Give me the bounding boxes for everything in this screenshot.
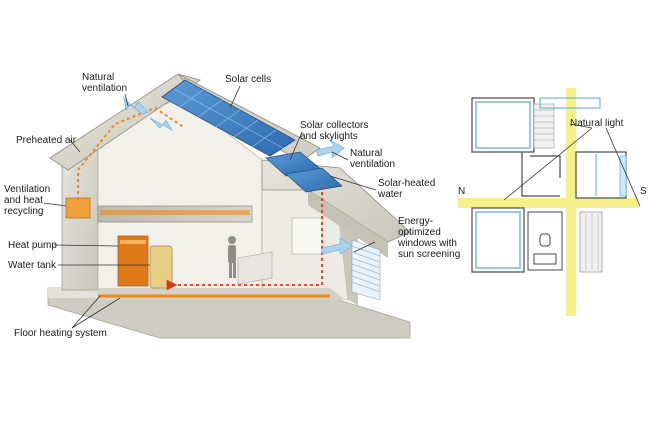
- light-beam-horizontal: [458, 198, 638, 208]
- plan-room-upper-left: [471, 97, 535, 153]
- label-floor-heating: Floor heating system: [14, 328, 107, 339]
- label-heat-pump: Heat pump: [8, 240, 57, 251]
- plan-room-south: [575, 151, 627, 199]
- plan-room-lower-right: [579, 211, 603, 273]
- preheated-air-path: [77, 106, 186, 200]
- plan-center-block: [521, 97, 601, 197]
- plan-staircase: [533, 103, 555, 149]
- water-tank: [149, 245, 173, 289]
- label-solar-cells: Solar cells: [225, 74, 271, 85]
- person-figure: [228, 236, 236, 278]
- ventilation-air-arrows: [123, 97, 353, 255]
- main-roof: [49, 73, 201, 171]
- label-water-tank: Water tank: [8, 260, 57, 271]
- kitchen-counter: [237, 251, 273, 285]
- label-preheated-air: Preheated air: [16, 135, 77, 146]
- sun-screen-window: [351, 239, 381, 301]
- plan-bathroom: [527, 211, 563, 271]
- label-natural-light: Natural light: [570, 118, 624, 129]
- heat-pump: [117, 235, 149, 287]
- natural-light-leaders: [503, 123, 641, 207]
- label-north: N: [458, 186, 465, 197]
- light-beam-vertical: [566, 88, 576, 316]
- leader-lines: [43, 85, 377, 329]
- plan-room-lower-left: [471, 207, 525, 273]
- water-flow-path: [166, 188, 323, 291]
- label-south: S: [640, 186, 647, 197]
